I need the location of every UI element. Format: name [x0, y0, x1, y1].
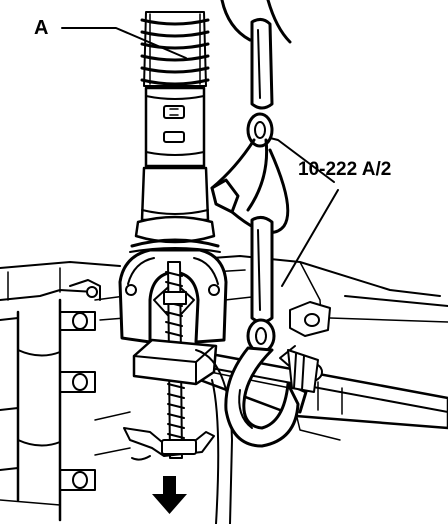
wing-nut [123, 427, 215, 461]
right-housing [211, 255, 448, 337]
lifting-chain [210, 0, 319, 448]
engine-housing [0, 261, 131, 522]
clamp-block [132, 338, 233, 524]
part-a-label: A [34, 17, 49, 39]
bellows-boot [140, 11, 210, 87]
tool-number-label: 10-222 A/2 [298, 159, 392, 180]
arrow-down-icon [152, 476, 187, 514]
strut-body [129, 86, 221, 253]
leader-lines [61, 27, 339, 287]
